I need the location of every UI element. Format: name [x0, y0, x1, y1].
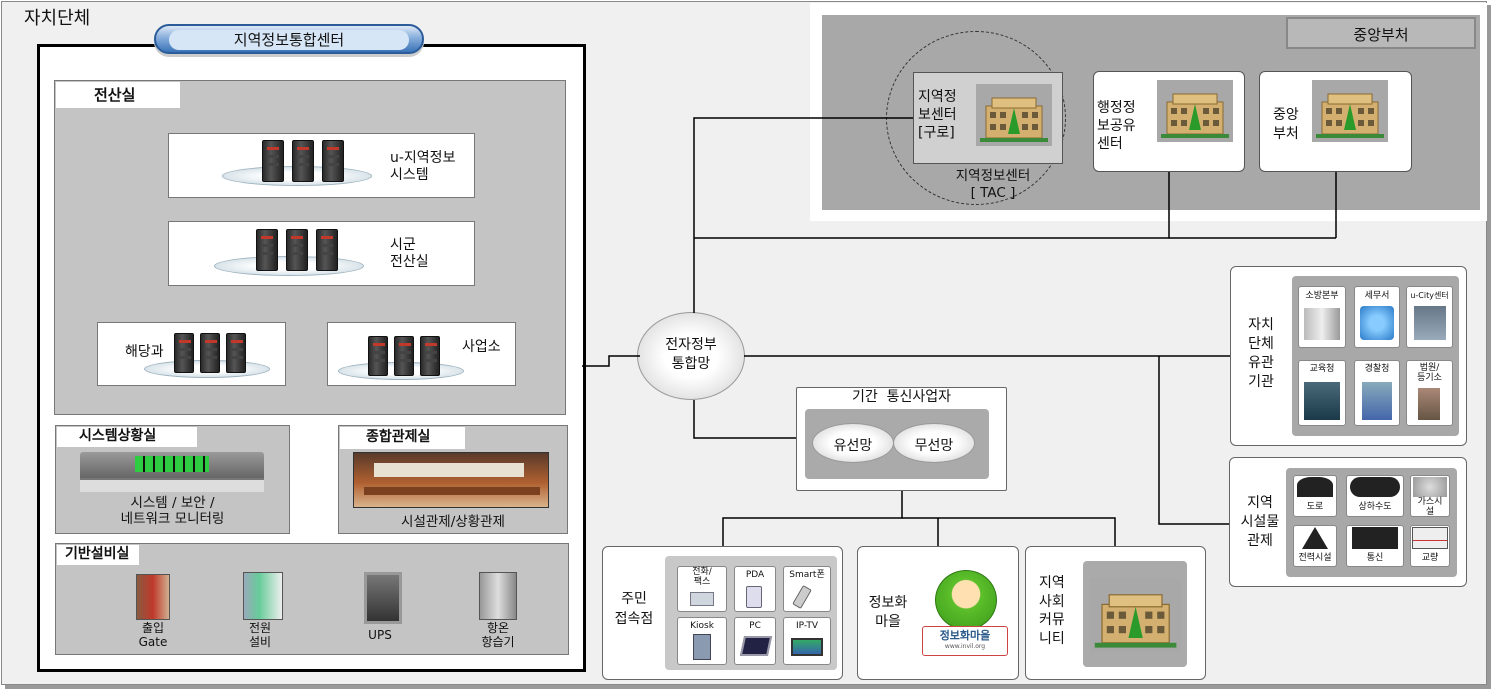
tac-label: 지역정보센터 [ TAC ]: [955, 168, 1031, 201]
device-label: PDA: [745, 570, 765, 580]
server-rack-icon: [226, 333, 246, 373]
admin-share-label: 행정정 보공유 센터: [1097, 100, 1136, 153]
infra-item-label: UPS: [368, 628, 392, 642]
facility-title: 지역 시설물 관제: [1240, 495, 1280, 549]
facility-label: 통신: [1366, 553, 1384, 563]
infra-room-title: 기반설비실: [57, 545, 139, 565]
wireless-network-label: 무선망: [914, 438, 954, 454]
org-label: 교육청: [1309, 364, 1335, 374]
power-image: [243, 572, 283, 620]
bridge-icon: [1412, 527, 1448, 549]
facility-label: 전력시설: [1298, 553, 1332, 563]
infra-item-label: 출입 Gate: [138, 621, 168, 650]
police-building-icon: [1362, 382, 1392, 420]
u-system-label: u-지역정보 시스템: [390, 150, 456, 183]
court-building-icon: [1418, 388, 1440, 420]
device-label: Smart폰: [789, 570, 825, 580]
device-label: 전화/ 팩스: [692, 567, 712, 587]
control-room-image: [353, 452, 549, 508]
device-label: IP-TV: [796, 621, 818, 631]
info-village-logo-url: www.invil.org: [944, 643, 986, 650]
org-label: u-City센터: [1410, 291, 1449, 300]
control-room-caption: 시설관제/상황관제: [401, 514, 505, 530]
telecom-icon: [1352, 527, 1398, 549]
org-label: 경찰청: [1364, 364, 1390, 374]
center-title-banner: 지역정보통합센터: [154, 24, 424, 54]
ups-image: [364, 572, 402, 624]
device-label: Kiosk: [690, 621, 714, 631]
related-orgs-title: 자치 단체 유관 기관: [1248, 317, 1274, 390]
server-rack-icon: [200, 333, 220, 373]
fax-icon: [690, 592, 714, 606]
tax-building-icon: [1360, 306, 1394, 340]
computer-room-title: 전산실: [56, 82, 180, 108]
org-label: 세무서: [1364, 291, 1390, 301]
kiosk-icon: [693, 634, 711, 660]
server-rack-icon: [174, 333, 194, 373]
facility-label: 교량: [1421, 553, 1439, 563]
info-village-logo-text: 정보화마을: [939, 629, 991, 642]
facility-label: 도로: [1306, 502, 1324, 512]
server-rack-icon: [316, 229, 338, 271]
wired-network-cloud: 유선망: [812, 423, 894, 463]
central-title-box: 중앙부처: [1286, 17, 1476, 49]
hvac-image: [479, 572, 517, 620]
iptv-icon: [791, 638, 823, 656]
community-title: 지역 사회 커뮤 니티: [1039, 575, 1065, 647]
facility-label: 상하수도: [1358, 502, 1392, 512]
server-rack-icon: [256, 229, 278, 271]
server-rack-icon: [262, 140, 284, 182]
wireless-network-cloud: 무선망: [893, 423, 975, 463]
org-label: 법원/ 등기소: [1417, 363, 1442, 383]
info-village-title: 정보화 마을: [868, 595, 908, 630]
office-label: 사업소: [462, 339, 501, 355]
ucity-building-icon: [1414, 306, 1446, 340]
info-village-logo: 정보화마을 www.invil.org: [922, 626, 1008, 656]
dept-label: 해당과: [125, 344, 164, 360]
education-building-icon: [1304, 382, 1340, 420]
carrier-title: 기간 통신사업자: [851, 389, 952, 405]
pda-icon: [746, 586, 762, 608]
infra-item-label: 전원 설비: [248, 621, 272, 650]
server-rack-icon: [420, 336, 440, 376]
road-icon: [1297, 477, 1333, 497]
server-rack-icon: [368, 336, 388, 376]
u-system-box: [168, 133, 475, 198]
monitoring-room-title: 시스템상황실: [57, 427, 197, 447]
monitoring-console-image: [80, 452, 264, 492]
monitoring-room-caption: 시스템 / 보안 / 네트워크 모니터링: [120, 495, 225, 528]
fire-building-icon: [1304, 308, 1340, 340]
gas-facility-icon: [1413, 477, 1447, 497]
wired-network-label: 유선망: [833, 438, 873, 454]
pc-icon: [739, 636, 773, 656]
egov-network-cloud: [637, 312, 745, 400]
local-gov-title: 자치단체: [24, 8, 91, 29]
org-label: 소방본부: [1305, 291, 1339, 301]
center-title: 지역정보통합센터: [169, 30, 409, 50]
facility-label: 가스시 설: [1417, 497, 1443, 517]
server-rack-icon: [292, 140, 314, 182]
sigun-label: 시군 전산실: [390, 237, 429, 270]
resident-access-title: 주민 접속점: [614, 591, 654, 627]
infra-item-label: 항온 항습기: [481, 621, 515, 650]
control-room-title: 종합관제실: [340, 427, 465, 449]
server-rack-icon: [286, 229, 308, 271]
egov-network-label: 전자정부 통합망: [665, 337, 717, 372]
gate-image: [136, 574, 170, 620]
gu-center-label: 지역정 보센터 [구로]: [918, 89, 957, 142]
server-rack-icon: [322, 140, 344, 182]
info-village-mascot-icon: [935, 570, 997, 630]
water-pipe-icon: [1350, 477, 1400, 497]
device-label: PC: [749, 621, 761, 631]
central-title: 중앙부처: [1353, 26, 1409, 44]
ministry-label: 중앙 부처: [1273, 107, 1299, 142]
server-rack-icon: [394, 336, 414, 376]
